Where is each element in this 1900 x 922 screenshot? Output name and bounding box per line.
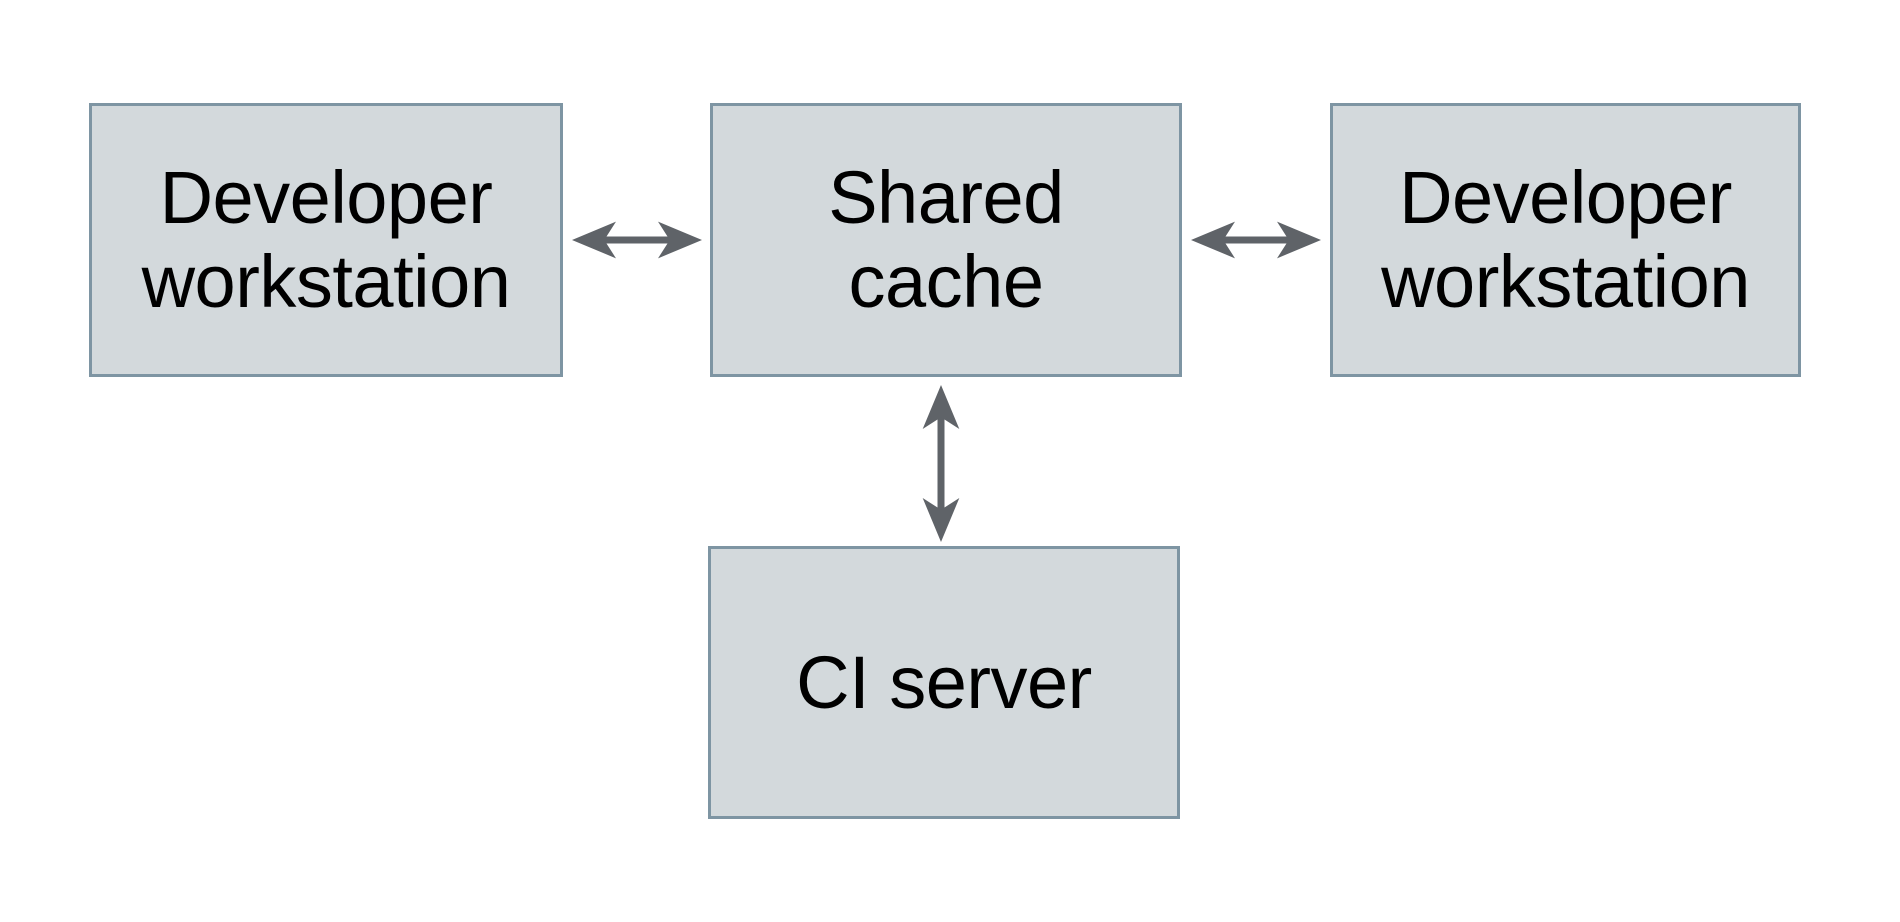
node-shared-cache: Shared cache: [710, 103, 1182, 377]
node-shared-cache-label: Shared cache: [828, 156, 1064, 323]
node-developer-workstation-left-label: Developer workstation: [141, 156, 511, 323]
node-developer-workstation-right-label: Developer workstation: [1381, 156, 1750, 323]
node-ci-server: CI server: [708, 546, 1180, 819]
node-developer-workstation-right: Developer workstation: [1330, 103, 1801, 377]
node-ci-server-label: CI server: [796, 640, 1092, 724]
node-developer-workstation-left: Developer workstation: [89, 103, 563, 377]
